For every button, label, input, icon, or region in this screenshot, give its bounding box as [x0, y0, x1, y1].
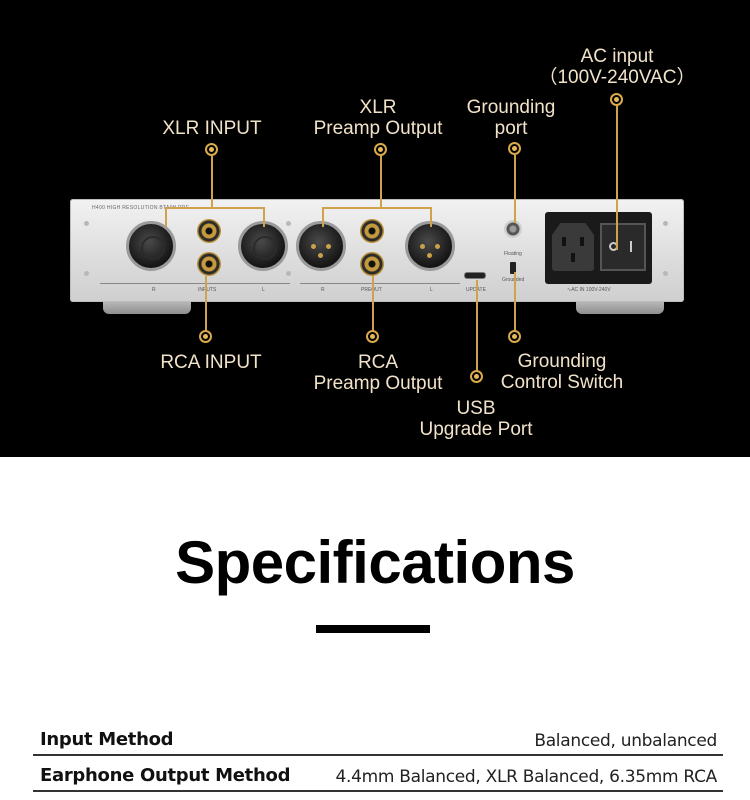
spec-value: 4.4mm Balanced, XLR Balanced, 6.35mm RCA: [335, 767, 717, 787]
callout-dot: [205, 143, 218, 156]
spec-row-earphone-output-method: Earphone Output Method 4.4mm Balanced, X…: [33, 756, 723, 792]
specifications-title: Specifications: [175, 529, 575, 596]
callout-ac-input: AC input （100V-240VAC）: [538, 46, 696, 88]
amplifier-rear-panel: H400 HIGH RESOLUTION BTA/W PRE R INPUTS …: [70, 199, 684, 302]
iec-power-socket: [552, 223, 594, 271]
screw-icon: [84, 271, 89, 276]
label-r: R: [152, 287, 156, 293]
xlr-input-left-connector: [238, 221, 288, 271]
label-l: L: [262, 287, 265, 293]
label-inputs: INPUTS: [198, 287, 217, 293]
xlr-preout-left-connector: [405, 221, 455, 271]
callout-rca-preamp-output: RCA Preamp Output: [313, 352, 443, 394]
screw-icon: [84, 221, 89, 226]
callout-rca-input: RCA INPUT: [160, 352, 262, 373]
rca-preout-left-jack: [360, 219, 384, 243]
device-foot-right: [576, 300, 664, 314]
ac-inlet-module: [545, 212, 652, 284]
label-preout: PREOUT: [361, 287, 382, 293]
callout-grounding-port: Grounding port: [466, 97, 556, 139]
leader-line: [514, 272, 516, 334]
label-floating: Floating: [504, 251, 522, 257]
device-foot-left: [103, 300, 191, 314]
spec-value: Balanced, unbalanced: [534, 731, 717, 751]
callout-grounding-control-switch: Grounding Control Switch: [500, 351, 624, 393]
leader-line: [263, 207, 265, 227]
callout-dot: [508, 142, 521, 155]
power-on-icon: [630, 241, 632, 252]
screw-icon: [663, 221, 668, 226]
leader-line: [322, 207, 432, 209]
xlr-input-right-connector: [126, 221, 176, 271]
xlr-preout-right-connector: [296, 221, 346, 271]
leader-line: [322, 207, 324, 227]
leader-line: [165, 207, 167, 227]
label-update: UPDATE: [466, 287, 486, 293]
title-underline: [316, 625, 430, 633]
label-ac-in: ∿AC IN 100V-240V: [567, 287, 611, 293]
spec-label: Input Method: [40, 729, 174, 750]
label-l: L: [430, 287, 433, 293]
preout-group-line: [300, 283, 460, 284]
product-rear-panel-image: XLR INPUT XLR Preamp Output Grounding po…: [0, 0, 750, 457]
rca-preout-right-jack: [360, 252, 384, 276]
rca-input-left-jack: [197, 219, 221, 243]
leader-line: [430, 207, 432, 227]
spec-row-input-method: Input Method Balanced, unbalanced: [33, 720, 723, 756]
screw-icon: [286, 221, 291, 226]
callout-xlr-input: XLR INPUT: [162, 118, 262, 139]
callout-dot: [470, 370, 483, 383]
callout-dot: [366, 330, 379, 343]
callout-dot: [610, 93, 623, 106]
leader-line: [476, 280, 478, 374]
leader-line: [380, 156, 382, 208]
leader-line: [205, 276, 207, 336]
callout-dot: [199, 330, 212, 343]
power-rocker-switch: [600, 223, 646, 271]
callout-dot: [508, 330, 521, 343]
spec-label: Earphone Output Method: [40, 765, 291, 786]
grounding-control-switch: [510, 262, 516, 274]
callout-dot: [374, 143, 387, 156]
rca-input-right-jack: [197, 252, 221, 276]
leader-line: [165, 207, 265, 209]
usb-upgrade-port: [464, 272, 486, 279]
label-grounded: Grounded: [502, 277, 524, 283]
callout-usb-upgrade-port: USB Upgrade Port: [419, 398, 533, 440]
leader-line: [372, 276, 374, 336]
grounding-port-terminal: [504, 220, 522, 238]
leader-line: [616, 105, 618, 250]
screw-icon: [286, 271, 291, 276]
screw-icon: [663, 271, 668, 276]
label-r: R: [321, 287, 325, 293]
leader-line: [211, 156, 213, 208]
model-text: H400 HIGH RESOLUTION BTA/W PRE: [92, 205, 190, 211]
inputs-group-line: [100, 283, 290, 284]
callout-xlr-preamp-output: XLR Preamp Output: [313, 97, 443, 139]
leader-line: [514, 155, 516, 223]
